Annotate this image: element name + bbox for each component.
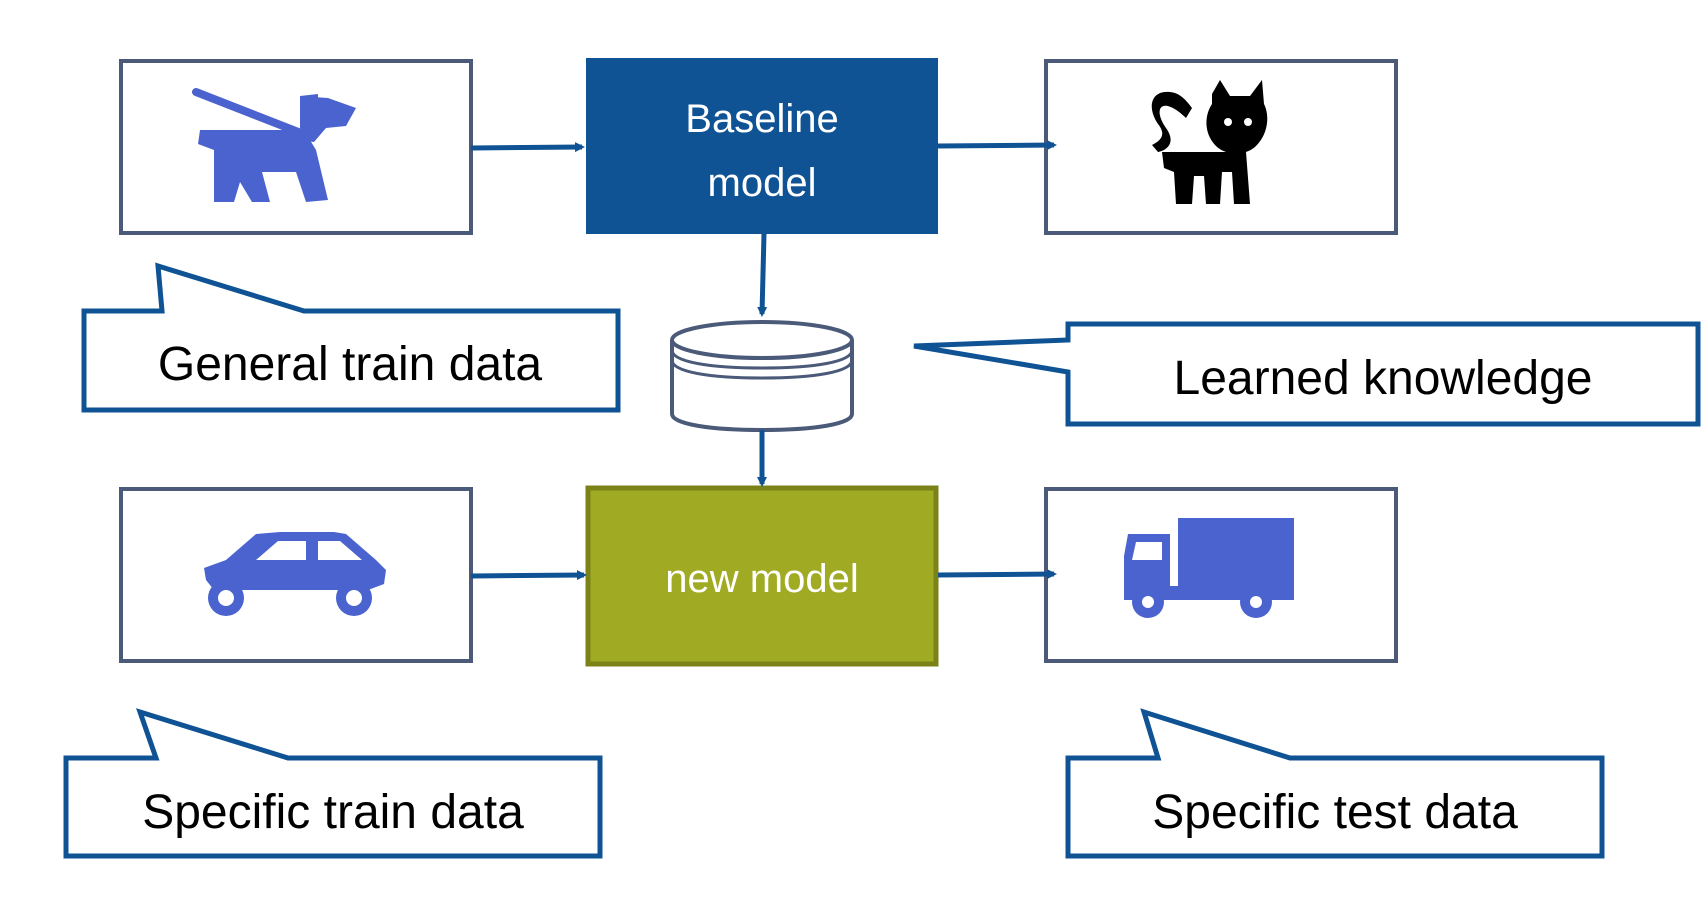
callout-specific-test: Specific test data [1065,708,1605,859]
arrow-specific-train-to-new-model [470,570,587,581]
baseline-model-label-line1: Baseline [685,97,838,141]
callout-specific-test-text: Specific test data [1152,786,1518,839]
arrow-baseline-to-knowledge [757,233,768,317]
specific-test-image-box [1044,487,1398,663]
car-icon [204,532,386,616]
arrow-general-train-to-baseline [470,142,585,153]
general-train-image-box [119,59,473,235]
callout-general-train: General train data [81,262,621,413]
database-icon [670,320,854,433]
baseline-model-label-line2: model [708,161,817,205]
flow-arrows [470,140,1057,581]
baseline-output-image-box [1044,59,1398,235]
callout-general-train-text: General train data [158,338,543,391]
baseline-model-node: Baseline model [586,58,938,234]
new-model-label: new model [665,557,858,601]
callout-learned-knowledge: Learned knowledge [913,321,1701,427]
callout-specific-train-text: Specific train data [142,786,524,839]
dog-on-leash-icon [192,88,356,202]
callout-learned-knowledge-text: Learned knowledge [1174,352,1593,405]
truck-icon [1124,518,1294,618]
callout-specific-train: Specific train data [63,708,603,859]
new-model-node: new model [585,485,939,667]
arrow-new-model-to-test [937,569,1057,580]
cat-icon [1151,80,1268,204]
specific-train-image-box [119,487,473,663]
arrow-baseline-to-output [937,140,1057,151]
